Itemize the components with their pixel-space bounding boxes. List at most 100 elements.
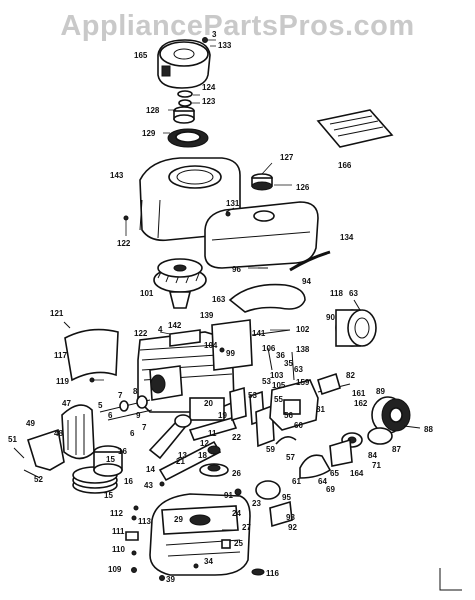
part-label-47: 47 [62, 399, 71, 408]
part-label-128: 128 [146, 106, 160, 115]
part-label-166: 166 [338, 161, 352, 170]
part-label-63b: 63 [294, 365, 303, 374]
part-label-123: 123 [202, 97, 216, 106]
part-label-71: 71 [372, 461, 381, 470]
bolt-52 [23, 469, 41, 479]
part-label-4: 4 [158, 325, 163, 334]
part-label-91: 91 [224, 491, 233, 500]
part-label-103: 103 [270, 371, 284, 380]
part-label-12: 12 [200, 439, 209, 448]
part-label-60: 60 [294, 421, 303, 430]
watermark: AppliancePartsPros.com [60, 10, 415, 42]
part-label-59: 59 [266, 445, 275, 454]
part-label-53a: 53 [262, 377, 271, 386]
part-label-29: 29 [174, 515, 183, 524]
part-label-43: 43 [144, 481, 153, 490]
part-label-111: 111 [112, 527, 125, 536]
part-label-113: 113 [138, 517, 151, 526]
fuel-line-134 [289, 250, 331, 272]
tube-60 [275, 436, 297, 445]
screw-112 [133, 505, 139, 511]
part-label-133: 133 [218, 41, 232, 50]
part-label-106: 106 [262, 344, 276, 353]
part-label-69: 69 [326, 485, 335, 494]
screw-43 [159, 481, 165, 487]
lever-82 [317, 372, 341, 396]
gear-26 [199, 463, 229, 477]
plug-25 [221, 539, 231, 549]
screw-122 [123, 215, 129, 221]
part-label-7: 7 [118, 391, 123, 400]
shroud-117 [64, 328, 119, 382]
part-label-16a: 16 [118, 447, 127, 456]
plug-116 [251, 568, 265, 576]
part-label-102: 102 [296, 325, 310, 334]
part-label-63a: 63 [349, 289, 358, 298]
part-label-116: 116 [266, 569, 279, 578]
part-label-39: 39 [166, 575, 175, 584]
part-label-15b: 15 [104, 491, 113, 500]
part-label-88: 88 [424, 425, 433, 434]
part-label-36: 36 [276, 351, 285, 360]
crankshaft [148, 414, 222, 482]
screw-104 [219, 347, 225, 353]
part-label-56: 56 [284, 411, 293, 420]
part-label-109: 109 [108, 565, 122, 574]
bracket-93 [269, 500, 293, 528]
sump-23 [149, 493, 251, 576]
part-label-163: 163 [212, 295, 226, 304]
link-102 [251, 329, 291, 336]
screw-91 [234, 488, 242, 496]
part-label-118: 118 [330, 289, 343, 298]
part-label-105: 105 [272, 381, 286, 390]
screw-39 [159, 575, 165, 581]
shield-94 [228, 283, 306, 313]
part-label-93: 93 [286, 513, 295, 522]
part-label-82: 82 [346, 371, 355, 380]
part-label-34: 34 [204, 557, 213, 566]
bracket-49 [27, 428, 65, 471]
part-label-25: 25 [234, 539, 243, 548]
part-label-15a: 15 [106, 455, 115, 464]
part-label-122a: 122 [117, 239, 131, 248]
part-label-110: 110 [112, 545, 125, 554]
part-label-22: 22 [232, 433, 241, 442]
part-label-141: 141 [252, 329, 266, 338]
part-label-61: 61 [292, 477, 301, 486]
cover-47 [61, 404, 95, 460]
part-label-164: 164 [350, 469, 364, 478]
piston-48 [93, 445, 123, 477]
starter-cup [157, 39, 211, 89]
cover-141 [211, 319, 253, 371]
screw-34 [193, 563, 199, 569]
boot-95 [255, 480, 281, 500]
part-label-20: 20 [204, 399, 213, 408]
part-label-84: 84 [368, 451, 377, 460]
part-label-6a: 6 [108, 411, 113, 420]
part-label-21: 21 [176, 457, 185, 466]
elbow-61 [299, 454, 332, 479]
rotating-screen-129 [167, 128, 209, 148]
collar-128 [173, 106, 195, 124]
bolt-51 [13, 447, 25, 459]
part-label-19: 19 [218, 411, 227, 420]
part-label-142: 142 [168, 321, 182, 330]
leader-lines [92, 39, 292, 381]
part-label-95: 95 [282, 493, 291, 502]
part-label-65: 65 [330, 469, 339, 478]
screw-3 [202, 37, 208, 43]
part-label-89: 89 [376, 387, 385, 396]
valve-train [99, 395, 153, 421]
part-label-124: 124 [202, 83, 216, 92]
part-label-48: 48 [54, 429, 63, 438]
flywheel-163 [153, 258, 207, 309]
part-label-159: 159 [296, 378, 310, 387]
part-label-52: 52 [34, 475, 43, 484]
part-label-53b: 53 [248, 391, 257, 400]
carburetor-159 [269, 379, 319, 431]
part-label-101: 101 [140, 289, 154, 298]
part-label-16b: 16 [124, 477, 133, 486]
part-label-7b: 7 [142, 423, 147, 432]
part-label-126: 126 [296, 183, 310, 192]
